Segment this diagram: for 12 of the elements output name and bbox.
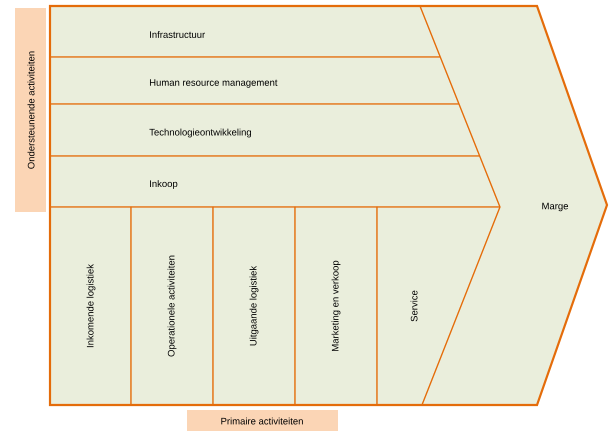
activity-box: Technologieontwikkeling: [49, 103, 481, 157]
category-label: Primaire activiteiten: [187, 410, 338, 431]
activity-box: Inkomende logistiek: [49, 206, 132, 406]
activity-box: Inkoop: [49, 155, 501, 208]
activity-box: Operationele activiteiten: [130, 206, 214, 406]
node-label: Marge: [542, 202, 568, 212]
activity-box: Infrastructuur: [49, 5, 442, 58]
activity-box: Marketing en verkoop: [294, 206, 378, 406]
category-label: Ondersteunende activiteiten: [15, 8, 46, 212]
activity-box: Human resource management: [49, 56, 460, 105]
activity-box: Uitgaande logistiek: [212, 206, 296, 406]
activity-box: Service: [376, 206, 501, 406]
